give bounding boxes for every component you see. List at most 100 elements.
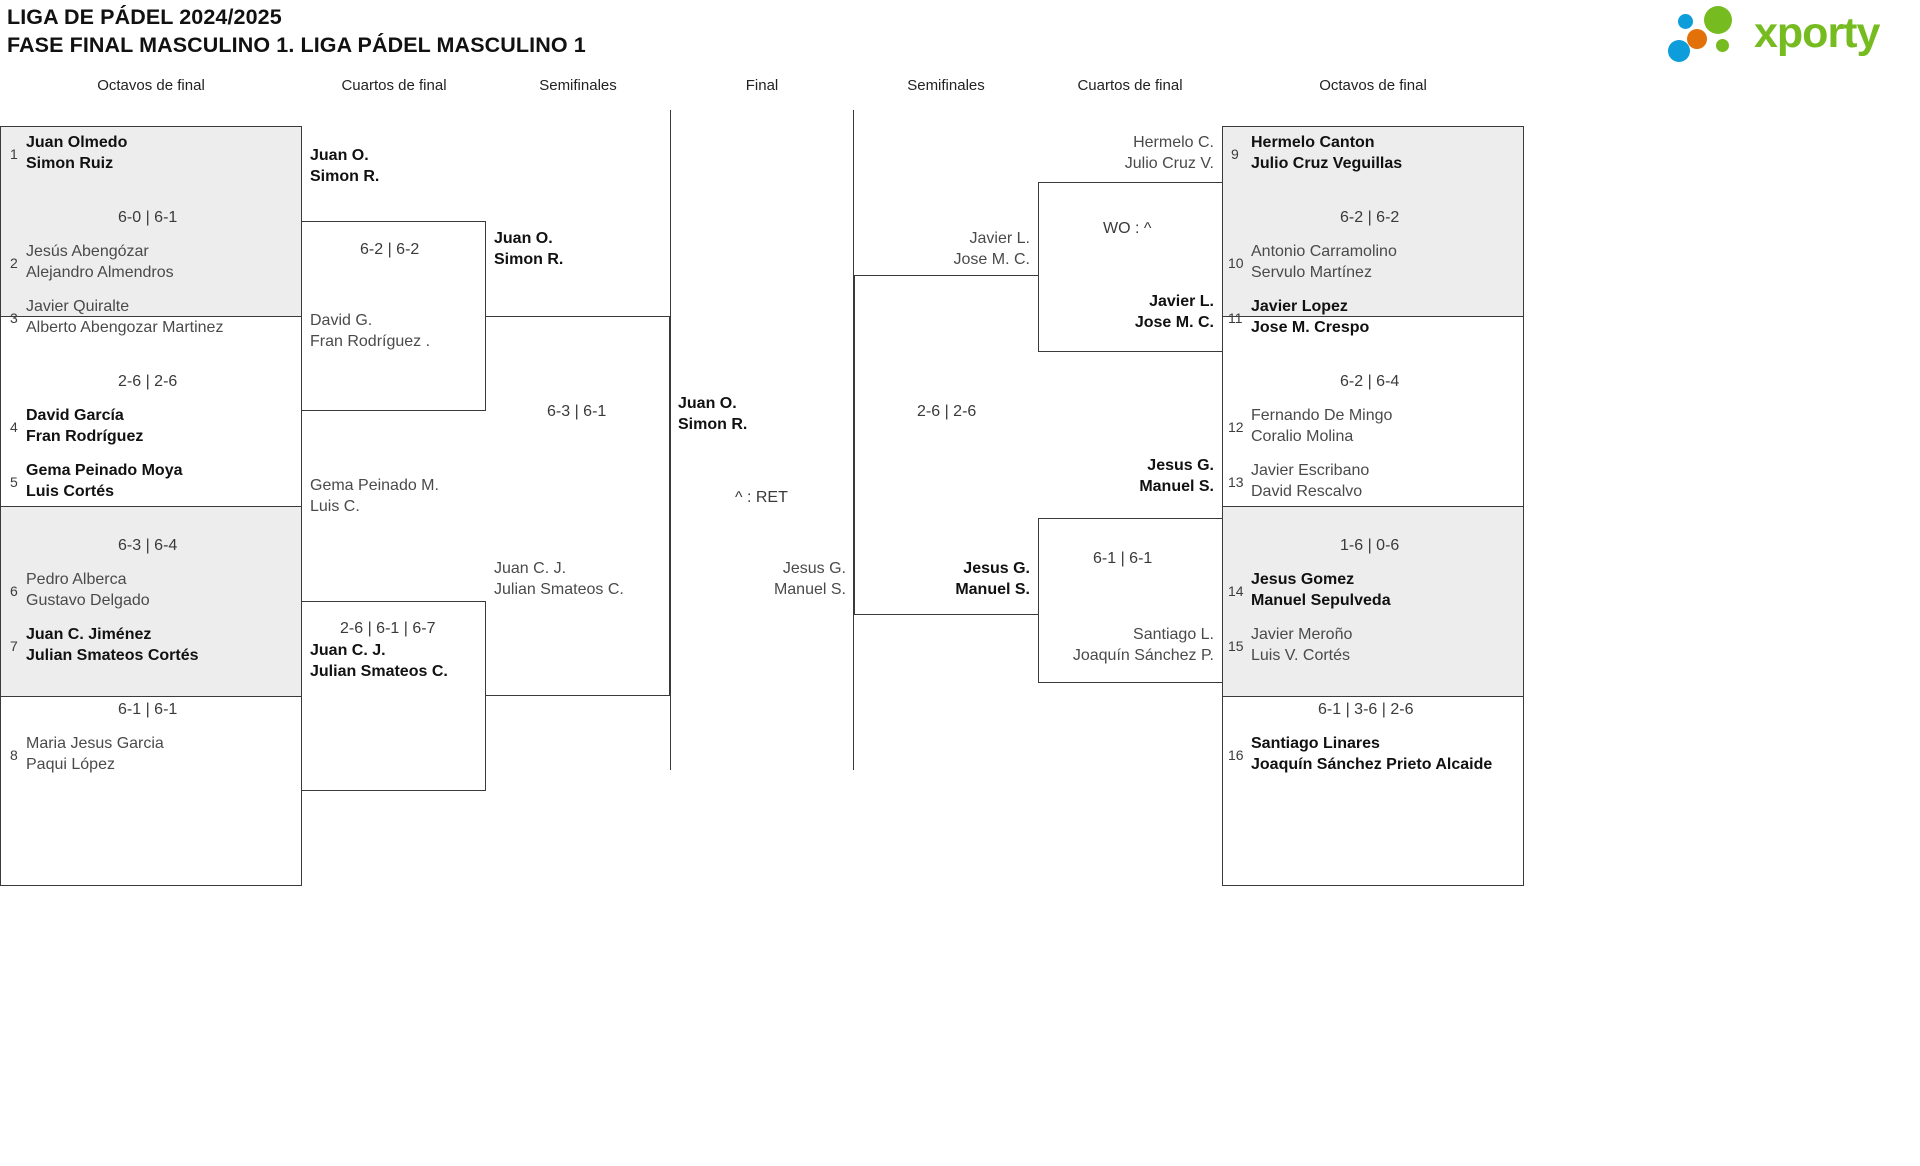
round-label-left-r16: Octavos de final xyxy=(97,77,205,94)
player-name: Jesus G. xyxy=(782,560,846,577)
round-label-final: Final xyxy=(745,77,779,94)
player-name: Juan C. J. xyxy=(494,560,567,577)
seed-number: 3 xyxy=(10,310,18,326)
player-name: Coralio Molina xyxy=(1251,427,1354,445)
match-score: WO : ^ xyxy=(1103,220,1152,237)
r16-match-right-3[interactable] xyxy=(1222,506,1524,696)
player-pair: Juan C. J. Julian Smateos C. xyxy=(310,641,448,682)
seed-number: 8 xyxy=(10,747,18,763)
sf-match-left-1[interactable] xyxy=(486,316,670,696)
match-score: 6-1 | 3-6 | 2-6 xyxy=(1318,701,1414,718)
r16-match-left-3[interactable] xyxy=(0,506,302,696)
match-score: 2-6 | 2-6 xyxy=(118,373,178,390)
player-name: Maria Jesus Garcia xyxy=(26,735,164,752)
r16-match-left-1[interactable] xyxy=(0,126,302,316)
seed-number: 13 xyxy=(1228,474,1244,490)
final-loser-pair: Jesus G.Manuel S. xyxy=(700,559,846,600)
seed-number: 15 xyxy=(1228,638,1244,654)
round-label-left-qf: Cuartos de final xyxy=(341,77,447,94)
seed-number: 2 xyxy=(10,255,18,271)
round-label-right-sf: Semifinales xyxy=(907,77,985,94)
player-name: Fernando De Mingo xyxy=(1251,407,1393,424)
player-name: Luis Cortés xyxy=(26,482,115,500)
player-pair: Gema Peinado M. Luis C. xyxy=(310,476,439,517)
final-winner-pair: Juan O.Simon R. xyxy=(678,394,747,435)
round-label-right-qf: Cuartos de final xyxy=(1077,77,1183,94)
player-name: David G. xyxy=(310,312,373,329)
r16-match-right-4[interactable] xyxy=(1222,696,1524,886)
seed-number: 11 xyxy=(1228,310,1243,326)
seed-number: 9 xyxy=(1231,146,1239,162)
player-pair: Santiago L. Joaquín Sánchez P. xyxy=(1064,625,1214,666)
round-label-right-r16: Octavos de final xyxy=(1319,77,1427,94)
player-name: Javier Lopez xyxy=(1251,298,1348,315)
player-name: Javier Meroño xyxy=(1251,626,1353,643)
player-name: Simon R. xyxy=(678,415,748,433)
r16-match-left-2[interactable] xyxy=(0,316,302,506)
qf-match-left-1[interactable] xyxy=(302,221,486,411)
r16-match-right-2[interactable] xyxy=(1222,316,1524,506)
player-name: Luis C. xyxy=(310,497,360,515)
seed-number: 5 xyxy=(10,474,18,490)
player-name: Julio Cruz V. xyxy=(1124,154,1214,172)
player-name: Julian Smateos C. xyxy=(494,580,624,598)
player-name: Gema Peinado Moya xyxy=(26,462,183,479)
player-name: Juan C. J. xyxy=(310,642,386,659)
player-name: Joaquín Sánchez Prieto Alcaide xyxy=(1251,755,1493,773)
player-pair: Javier L.Jose M. C. xyxy=(1064,292,1214,333)
player-name: Manuel S. xyxy=(955,580,1030,598)
sf-match-right-1[interactable] xyxy=(854,275,1038,615)
logo-dot-blue-small xyxy=(1678,14,1693,29)
player-name: Julio Cruz Veguillas xyxy=(1251,154,1403,172)
match-score: 6-1 | 6-1 xyxy=(118,701,178,718)
player-name: Manuel Sepulveda xyxy=(1251,591,1391,609)
qf-match-left-2[interactable] xyxy=(302,601,486,791)
player-name: Joaquín Sánchez P. xyxy=(1072,646,1214,664)
player-name: Jose M. Crespo xyxy=(1251,318,1370,336)
logo-wordmark: xporty xyxy=(1754,9,1880,57)
qf-match-right-1[interactable] xyxy=(1038,182,1222,352)
match-score: 6-0 | 6-1 xyxy=(118,209,178,226)
final-match[interactable] xyxy=(670,110,854,770)
seed-number: 4 xyxy=(10,419,18,435)
tournament-title: LIGA DE PÁDEL 2024/2025 xyxy=(7,5,282,29)
round-label-left-sf: Semifinales xyxy=(539,77,617,94)
r16-match-right-1[interactable] xyxy=(1222,126,1524,316)
player-name: Gema Peinado M. xyxy=(310,477,439,494)
player-name: Antonio Carramolino xyxy=(1251,243,1397,260)
player-pair: Javier L.Jose M. C. xyxy=(880,229,1030,270)
player-name: Javier Quiralte xyxy=(26,298,130,315)
seed-number: 14 xyxy=(1228,583,1244,599)
match-score: 6-2 | 6-2 xyxy=(1340,209,1400,226)
player-name: Fran Rodríguez . xyxy=(310,332,431,350)
r16-match-left-4[interactable] xyxy=(0,696,302,886)
player-name: Julian Smateos C. xyxy=(310,662,448,680)
player-name: Juan O. xyxy=(310,147,369,164)
player-name: Alberto Abengozar Martinez xyxy=(26,318,224,336)
match-score: 6-1 | 6-1 xyxy=(1093,550,1153,567)
player-name: Servulo Martínez xyxy=(1251,263,1372,281)
xporty-logo[interactable]: xporty xyxy=(1668,4,1912,62)
player-name: Santiago L. xyxy=(1133,626,1214,643)
player-name: Pedro Alberca xyxy=(26,571,127,588)
player-name: David García xyxy=(26,407,124,424)
player-name: Julian Smateos Cortés xyxy=(26,646,199,664)
player-name: Hermelo C. xyxy=(1133,134,1214,151)
player-name: Luis V. Cortés xyxy=(1251,646,1351,664)
player-name: Jose M. C. xyxy=(953,250,1030,268)
seed-number: 7 xyxy=(10,638,18,654)
logo-dot-blue-large xyxy=(1668,40,1690,62)
player-name: Paqui López xyxy=(26,755,115,773)
qf-match-right-2[interactable] xyxy=(1038,518,1222,683)
player-pair: Juan C. J. Julian Smateos C. xyxy=(494,559,624,600)
match-score: 6-2 | 6-2 xyxy=(360,241,420,258)
